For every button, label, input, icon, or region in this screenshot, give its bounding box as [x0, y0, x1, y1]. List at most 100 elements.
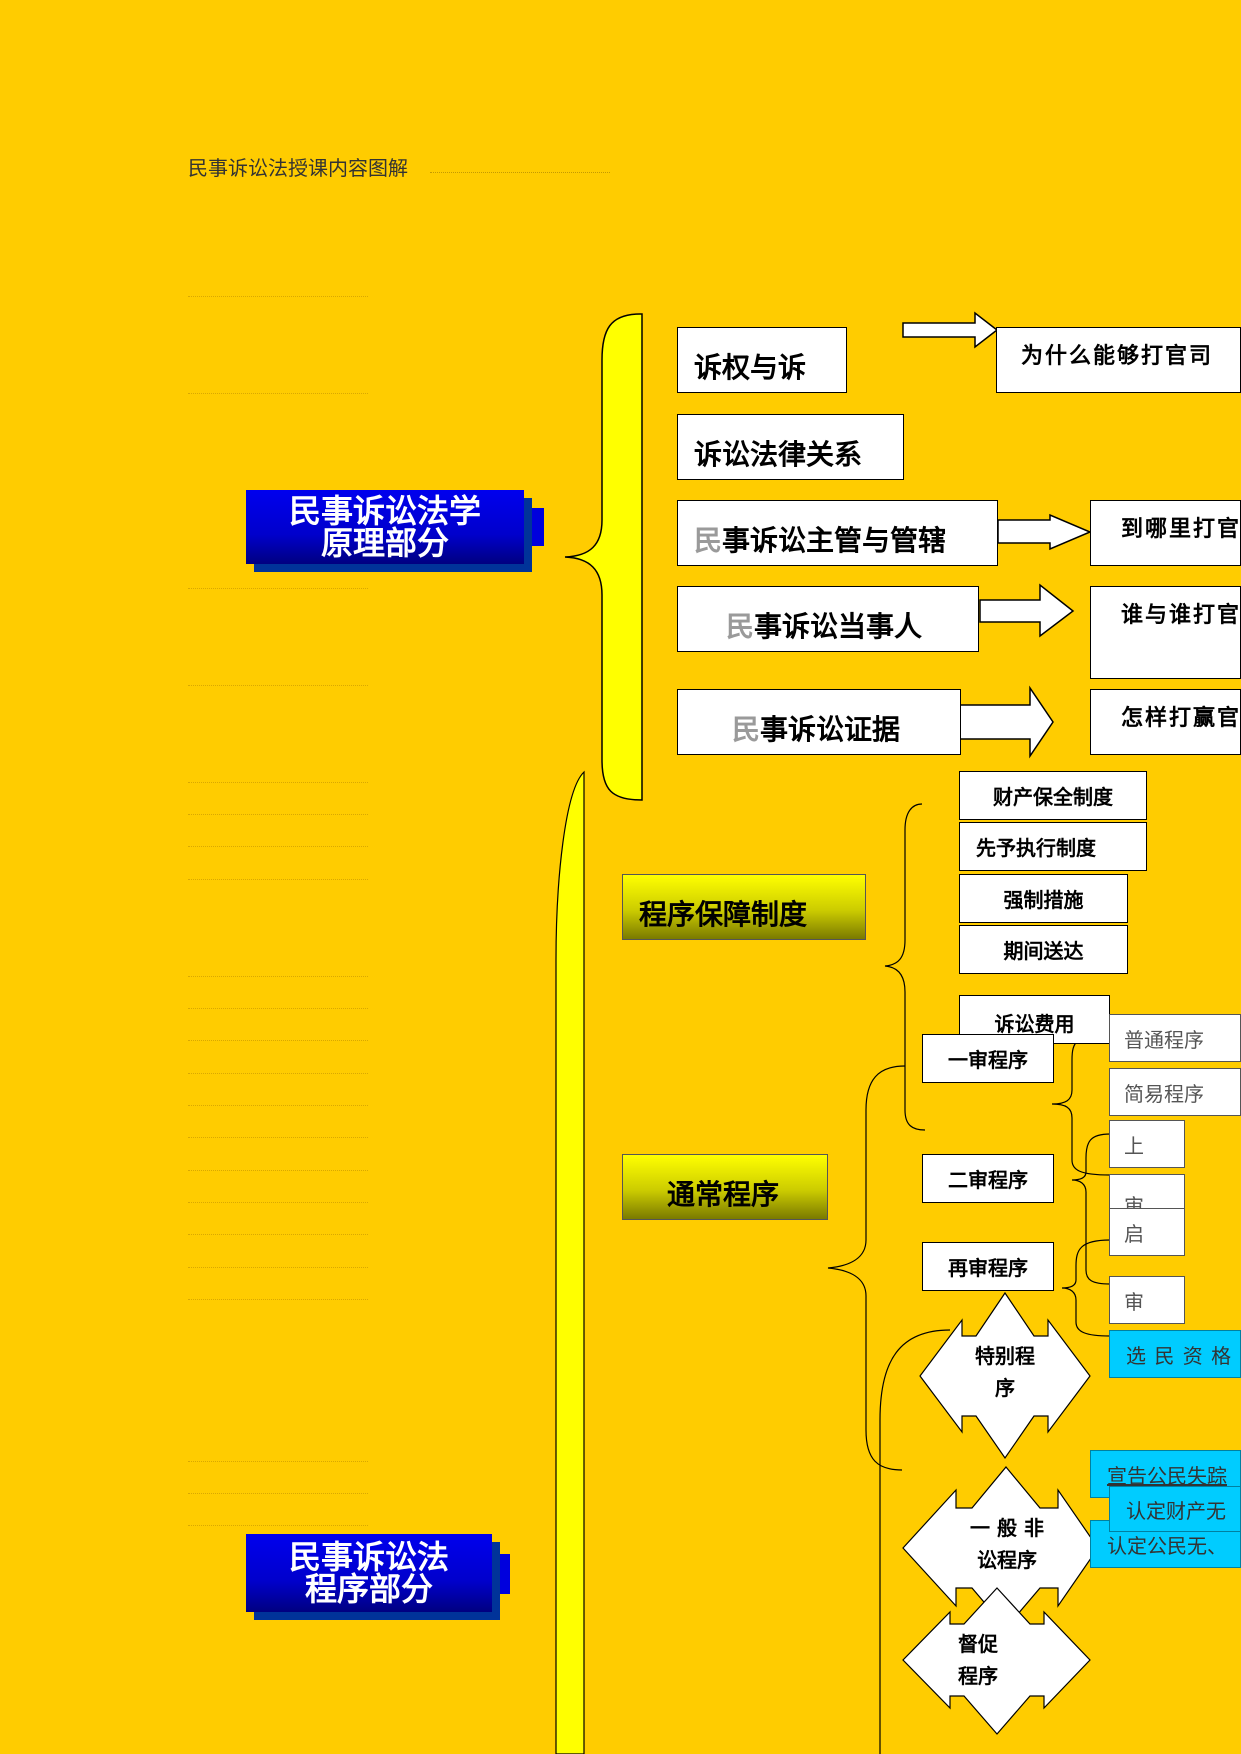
topic-evidence[interactable]: 民事诉讼证据: [677, 689, 961, 755]
special-procedure-line1: 特别程: [975, 1344, 1035, 1368]
ordinary-brace: [827, 1065, 906, 1471]
guarantee-item-advance-execution[interactable]: 先予执行制度: [959, 822, 1147, 871]
case-label: 认定财产无: [1126, 1498, 1226, 1523]
guide-line: [188, 1105, 368, 1106]
topic-legal-relation[interactable]: 诉讼法律关系: [677, 414, 904, 480]
question-text: 谁与谁打官: [1121, 603, 1241, 628]
arrow-right-icon: [997, 513, 1092, 551]
title-underline: [430, 172, 610, 173]
retrial-brace: [1061, 1239, 1111, 1337]
nonlitigation-line2: 讼程序: [977, 1548, 1037, 1572]
guarantee-item-periods-service[interactable]: 期间送达: [959, 925, 1128, 974]
topic-ghost-char: 民: [726, 610, 755, 643]
guide-line: [188, 1267, 368, 1268]
guide-line: [188, 1137, 368, 1138]
special-procedure-line2: 序: [995, 1376, 1015, 1400]
first-instance-node[interactable]: 一审程序: [922, 1034, 1054, 1083]
guarantee-item-label: 强制措施: [1003, 888, 1084, 912]
guarantee-item-preservation[interactable]: 财产保全制度: [959, 771, 1147, 820]
guide-line: [188, 1525, 368, 1526]
second-instance-brace: [1071, 1133, 1111, 1285]
guarantee-item-label: 期间送达: [1003, 939, 1084, 963]
topic-litigation-right[interactable]: 诉权与诉: [677, 327, 847, 393]
topic-ghost-char: 民: [694, 524, 723, 557]
guide-line: [188, 976, 368, 977]
second-instance-node[interactable]: 二审程序: [922, 1154, 1054, 1203]
nonlitigation-label[interactable]: 一 般 非 讼程序: [958, 1512, 1056, 1584]
topic-text: 事诉讼当事人: [754, 610, 923, 643]
first-instance-label: 一审程序: [948, 1048, 1028, 1072]
sub-procedure-label: 审: [1124, 1289, 1144, 1314]
ownerless-property-case[interactable]: 认定财产无: [1109, 1486, 1241, 1532]
guide-line: [188, 1073, 368, 1074]
arrow-right-icon: [959, 685, 1054, 759]
topic-ghost-char: 民: [732, 713, 761, 746]
topic-text: 事诉讼主管与管辖: [722, 524, 947, 557]
voter-qualification-case[interactable]: 选 民 资 格 案: [1109, 1330, 1241, 1378]
first-instance-summary[interactable]: 简易程序: [1109, 1068, 1241, 1116]
question-how[interactable]: 怎样打赢官: [1090, 689, 1241, 755]
retrial-trial[interactable]: 审: [1109, 1276, 1185, 1324]
guarantee-item-label: 先予执行制度: [976, 836, 1096, 860]
ordinary-procedure-label: 通常程序: [667, 1178, 780, 1211]
guide-line: [188, 685, 368, 686]
second-instance-label: 二审程序: [948, 1168, 1028, 1192]
first-instance-brace: [1051, 1033, 1111, 1176]
noncontentious-brace: [879, 1329, 951, 1754]
principle-root-line2: 原理部分: [320, 524, 449, 562]
retrial-label: 再审程序: [948, 1256, 1028, 1280]
question-who[interactable]: 谁与谁打官: [1090, 586, 1241, 679]
sub-procedure-label: 简易程序: [1124, 1081, 1204, 1106]
topic-text: 诉权与诉: [694, 351, 807, 384]
question-why[interactable]: 为什么能够打官司: [996, 327, 1241, 393]
document-title-text: 民事诉讼法授课内容图解: [188, 156, 408, 180]
retrial-initiation[interactable]: 启: [1109, 1208, 1185, 1256]
guide-line: [188, 879, 368, 880]
guide-line: [188, 782, 368, 783]
case-label: 选 民 资 格 案: [1126, 1343, 1240, 1368]
guide-line: [188, 1040, 368, 1041]
principle-root-node[interactable]: 民事诉讼法学 原理部分: [246, 490, 524, 564]
guarantee-item-coercive-measures[interactable]: 强制措施: [959, 874, 1128, 923]
ordinary-procedure-node[interactable]: 通常程序: [622, 1154, 828, 1220]
guide-line: [188, 1008, 368, 1009]
procedure-root-node[interactable]: 民事诉讼法 程序部分: [246, 1534, 492, 1612]
arrow-right-icon: [902, 311, 999, 349]
procedure-bar: [555, 770, 585, 1754]
case-label: 认定公民无、: [1107, 1533, 1227, 1558]
principle-brace: [564, 313, 643, 801]
guarantee-item-label: 诉讼费用: [994, 1012, 1075, 1036]
nonlitigation-line1: 一 般 非: [970, 1516, 1044, 1540]
question-text: 到哪里打官: [1121, 517, 1241, 542]
guide-line: [188, 1234, 368, 1235]
question-text: 怎样打赢官: [1121, 706, 1241, 731]
second-instance-appeal[interactable]: 上: [1109, 1120, 1185, 1168]
question-where[interactable]: 到哪里打官: [1090, 500, 1241, 566]
retrial-node[interactable]: 再审程序: [922, 1242, 1054, 1291]
guarantee-brace: [884, 803, 926, 1131]
urge-procedure-label[interactable]: 督促 程序: [952, 1628, 1042, 1692]
topic-parties[interactable]: 民事诉讼当事人: [677, 586, 979, 652]
guarantee-item-label: 财产保全制度: [993, 785, 1113, 809]
guide-line: [188, 393, 368, 394]
topic-text: 诉讼法律关系: [694, 438, 863, 471]
sub-procedure-label: 启: [1124, 1221, 1144, 1246]
procedure-root-line2: 程序部分: [304, 1570, 433, 1608]
special-procedure-label[interactable]: 特别程 序: [964, 1340, 1046, 1412]
principle-root-line1: 民事诉讼法学: [288, 492, 481, 530]
sub-procedure-label: 上: [1124, 1133, 1144, 1158]
sub-procedure-label: 普通程序: [1124, 1027, 1204, 1052]
arrow-right-icon: [979, 583, 1075, 638]
urge-procedure-line1: 督促: [958, 1632, 998, 1656]
guarantee-system-label: 程序保障制度: [639, 898, 808, 931]
guide-line: [188, 296, 368, 297]
guarantee-system-node[interactable]: 程序保障制度: [622, 874, 866, 940]
urge-procedure-line2: 程序: [958, 1664, 998, 1688]
guide-line: [188, 1493, 368, 1494]
document-title: 民事诉讼法授课内容图解: [188, 152, 408, 181]
question-text: 为什么能够打官司: [1021, 344, 1214, 369]
guide-line: [188, 1202, 368, 1203]
guide-line: [188, 1461, 368, 1462]
topic-jurisdiction[interactable]: 民事诉讼主管与管辖: [677, 500, 998, 566]
first-instance-ordinary[interactable]: 普通程序: [1109, 1014, 1241, 1062]
